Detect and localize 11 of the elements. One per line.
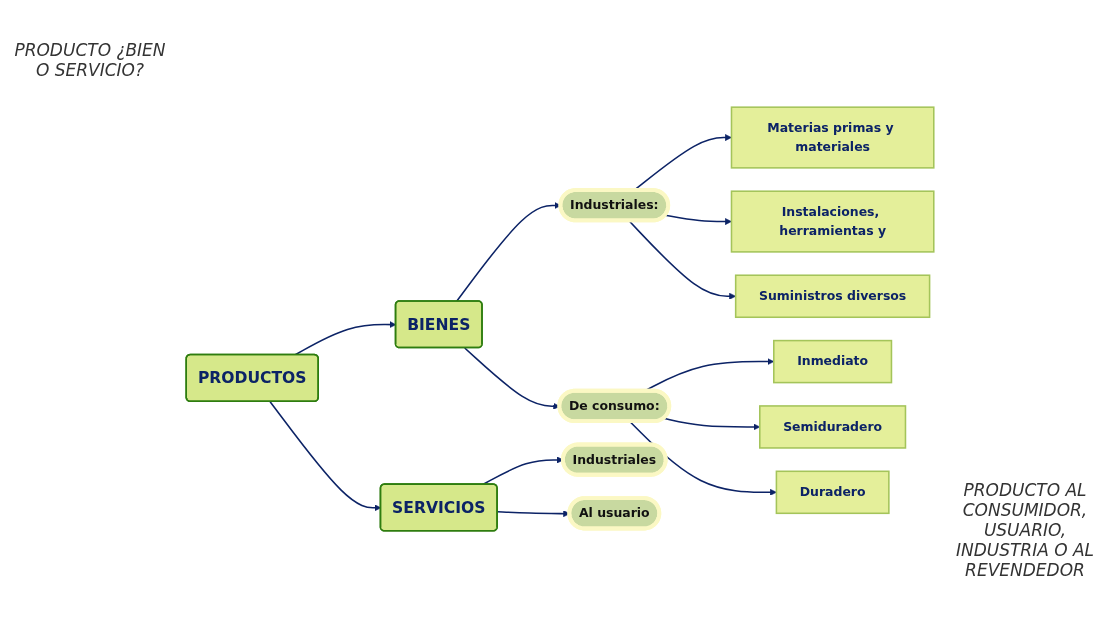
arrow xyxy=(629,420,777,496)
note-text: PRODUCTO AL CONSUMIDOR, USUARIO, INDUSTRIA O AL REVENDEDOR xyxy=(954,480,1096,580)
node-box: Materias primas y materiales xyxy=(730,105,935,169)
node-box: Duradero xyxy=(775,470,890,514)
arrow xyxy=(664,213,732,225)
node-box: Instalaciones, herramientas y xyxy=(730,189,935,253)
note-text: PRODUCTO ¿BIEN O SERVICIO? xyxy=(13,40,167,80)
node-box: Suministros diversos xyxy=(734,273,931,318)
arrow xyxy=(628,219,736,300)
node-box: Inmediato xyxy=(773,339,893,383)
node-box: Semiduradero xyxy=(759,404,907,449)
